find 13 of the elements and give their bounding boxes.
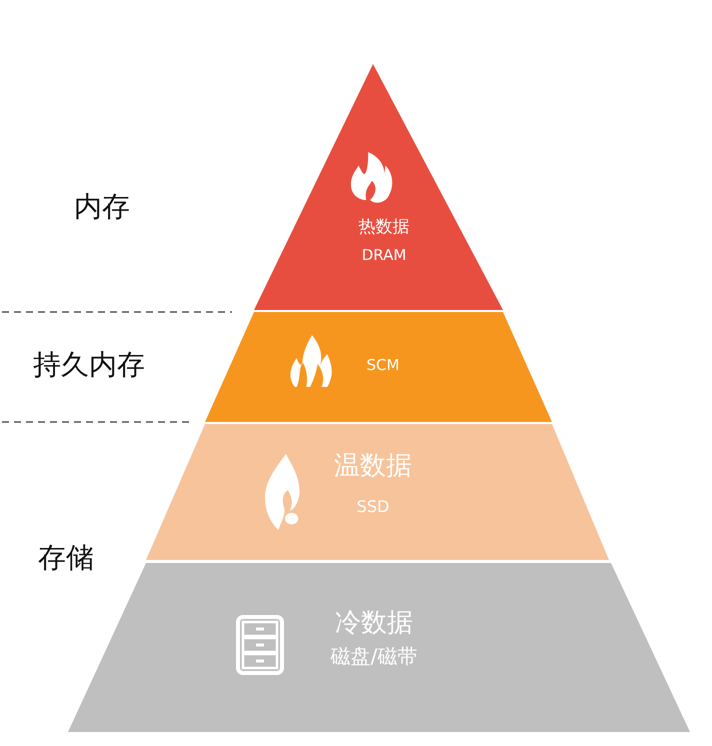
layer-subtitle: 磁盘/磁带: [330, 645, 418, 667]
layer-subtitle: SCM: [366, 357, 400, 374]
layer-title: 温数据: [334, 452, 412, 481]
layer-title: 冷数据: [335, 609, 413, 638]
layer-subtitle: SSD: [356, 498, 390, 516]
tier-label: 持久内存: [33, 349, 145, 383]
tier-label: 内存: [74, 191, 130, 225]
pyramid-layer: [146, 424, 609, 560]
tier-label: 存储: [38, 542, 94, 576]
layer-title: 热数据: [358, 218, 410, 236]
layer-subtitle: DRAM: [362, 247, 406, 264]
pyramid-layer: [205, 312, 552, 422]
pyramid-top-triangle: [254, 64, 503, 310]
